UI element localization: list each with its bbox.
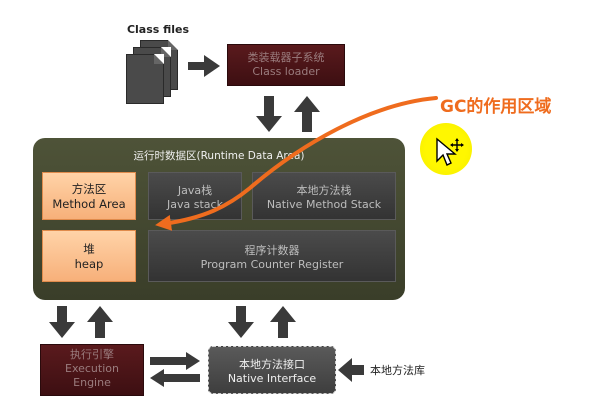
java-stack-box: Java栈 Java stack — [148, 172, 242, 220]
pc-register-en: Program Counter Register — [200, 257, 344, 271]
heap-cn: 堆 — [83, 242, 95, 256]
pc-register-box: 程序计数器 Program Counter Register — [148, 230, 396, 282]
pc-register-cn: 程序计数器 — [244, 243, 300, 257]
native-interface-box: 本地方法接口 Native Interface — [208, 346, 336, 394]
native-interface-cn: 本地方法接口 — [239, 357, 305, 371]
native-method-stack-en: Native Method Stack — [266, 197, 382, 211]
gc-area-label: GC的作用区域 — [440, 97, 552, 117]
execution-engine-box: 执行引擎 Execution Engine — [40, 344, 144, 396]
arrow-up-engine — [87, 306, 113, 338]
method-area-box: 方法区 Method Area — [42, 172, 136, 220]
move-cursor-icon — [436, 137, 464, 166]
class-loader-title-en: Class loader — [252, 64, 320, 78]
arrow-down-engine — [49, 306, 75, 338]
java-stack-en: Java stack — [167, 197, 223, 211]
arrow-up-classloader — [294, 96, 320, 132]
class-files-icon — [126, 40, 186, 110]
execution-engine-en-1: Execution — [65, 361, 119, 375]
native-method-stack-box: 本地方法栈 Native Method Stack — [252, 172, 396, 220]
arrow-left-native-library — [338, 358, 364, 382]
arrow-left-native-engine — [150, 369, 200, 387]
heap-en: heap — [74, 257, 104, 271]
native-library-label: 本地方法库 — [370, 364, 425, 377]
class-loader-box: 类装载器子系统 Class loader — [227, 44, 345, 86]
native-interface-en: Native Interface — [227, 371, 317, 385]
runtime-data-area-title: 运行时数据区(Runtime Data Area) — [133, 150, 305, 162]
execution-engine-cn: 执行引擎 — [70, 348, 114, 361]
execution-engine-en-2: Engine — [73, 375, 111, 389]
heap-box: 堆 heap — [42, 230, 136, 282]
arrow-down-classloader — [256, 96, 282, 132]
arrow-up-native — [270, 306, 296, 338]
class-loader-title-cn: 类装载器子系统 — [247, 51, 325, 64]
arrow-right-engine-native — [150, 352, 200, 370]
method-area-en: Method Area — [52, 197, 126, 211]
class-files-label: Class files — [126, 23, 190, 36]
gc-area-curve — [155, 96, 438, 231]
java-stack-cn: Java栈 — [177, 183, 213, 197]
native-method-stack-cn: 本地方法栈 — [296, 183, 352, 197]
method-area-cn: 方法区 — [71, 182, 107, 196]
arrow-down-native — [228, 306, 254, 338]
arrow-right-classfiles — [188, 55, 220, 77]
